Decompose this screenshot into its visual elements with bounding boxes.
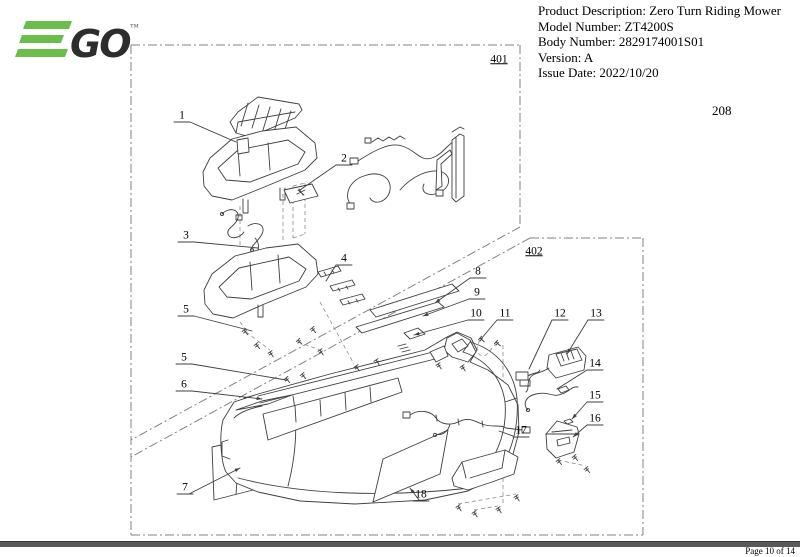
page-number-label: Page 10 of 14 [745, 546, 795, 556]
battery-tray-lower-drawing [203, 243, 319, 319]
battery-cover-drawing [229, 96, 303, 138]
box-label-401: 401 [490, 53, 508, 66]
body-shell-drawing [220, 327, 520, 505]
callout-label-5-4: 5 [183, 303, 189, 316]
callout-label-16-16: 16 [589, 412, 601, 425]
ego-logo-go-text: GO [70, 22, 130, 62]
callout-label-12-12: 12 [554, 307, 566, 320]
charge-port-cover-drawing [545, 418, 580, 459]
callout-label-18-18: 18 [415, 488, 427, 501]
callout-label-8-8: 8 [475, 265, 481, 278]
ego-logo: GO ™ [15, 21, 139, 62]
callout-label-7-7: 7 [182, 481, 188, 494]
main-harness-drawing [402, 410, 531, 438]
control-module-drawing [525, 346, 587, 393]
callout-leader-lines [173, 121, 605, 502]
callout-label-14-14: 14 [589, 357, 601, 370]
callout-label-10-10: 10 [470, 307, 482, 320]
product-info-block: Product Description: Zero Turn Riding Mo… [538, 3, 781, 81]
dashed-frame-401-402 [130, 44, 644, 536]
callout-label-6-6: 6 [181, 378, 187, 391]
callout-label-2-1: 2 [341, 152, 347, 165]
product-info-line-2: Model Number: ZT4200S [538, 18, 674, 34]
callout-label-5-5: 5 [181, 351, 187, 364]
star-bracket-drawing [283, 183, 319, 204]
callout-label-15-15: 15 [589, 389, 601, 402]
callout-label-13-13: 13 [590, 307, 602, 320]
trademark-symbol: ™ [130, 22, 139, 32]
product-info-line-4: Version: A [538, 49, 594, 65]
callout-label-3-2: 3 [183, 229, 189, 242]
connector-strips-drawing [317, 265, 366, 306]
trim-strips-drawing [355, 283, 460, 334]
jumper-wire-drawing [524, 385, 579, 413]
catalog-section-number: 208 [712, 103, 732, 118]
callout-label-9-9: 9 [474, 286, 480, 299]
product-info-line-3: Body Number: 2829174001S01 [538, 34, 705, 50]
footer-divider-bar [0, 541, 800, 547]
product-info-line-5: Issue Date: 2022/10/20 [538, 65, 659, 81]
callout-label-11-11: 11 [499, 307, 511, 320]
callout-label-1-0: 1 [179, 109, 185, 122]
harness-cluster-right-drawing [346, 126, 465, 210]
label-plate-drawing [236, 137, 250, 155]
ego-logo-e-bars [15, 21, 72, 57]
callout-label-17-17: 17 [515, 424, 527, 437]
bottom-bracket-drawing [451, 449, 519, 491]
callout-label-4-3: 4 [341, 252, 347, 265]
box-label-402: 402 [525, 245, 543, 258]
rear-panel-drawing [372, 429, 449, 503]
product-info-line-1: Product Description: Zero Turn Riding Mo… [538, 3, 782, 18]
connector-block-drawing [515, 369, 541, 387]
